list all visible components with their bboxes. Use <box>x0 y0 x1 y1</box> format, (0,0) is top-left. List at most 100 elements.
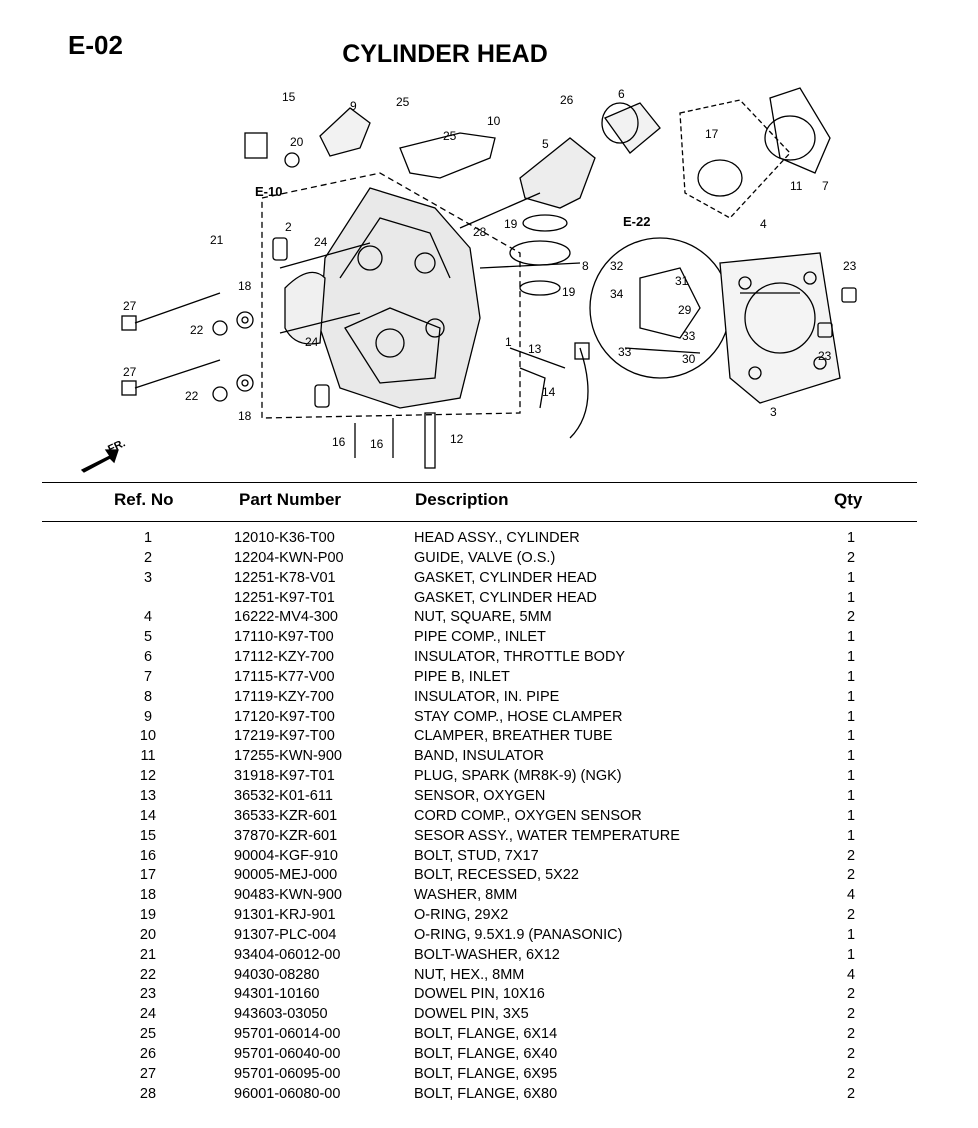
ref-no-cell: 14 <box>139 807 157 824</box>
description-cell: NUT, HEX., 8MM <box>414 966 525 983</box>
ref-label: 21 <box>210 233 224 247</box>
description-cell: PIPE B, INLET <box>414 668 510 685</box>
description-cell: BOLT, FLANGE, 6X40 <box>414 1045 558 1062</box>
qty-cell: 2 <box>846 1026 856 1043</box>
description-cell: HEAD ASSY., CYLINDER <box>414 530 580 546</box>
qty-cell: 2 <box>846 549 856 566</box>
qty-cell: 1 <box>846 827 856 844</box>
part-number-cell: 90004-KGF-910 <box>234 847 338 864</box>
ref-no-cell: 2 <box>143 549 153 566</box>
part-number-cell: 95701-06095-00 <box>234 1065 341 1082</box>
description-cell: BOLT, FLANGE, 6X14 <box>414 1026 558 1043</box>
description-cell: BAND, INSULATOR <box>414 748 544 765</box>
ref-label: 27 <box>123 365 137 379</box>
part-number-cell: 94030-08280 <box>234 966 320 983</box>
ref-label: 18 <box>238 409 252 423</box>
ref-label: 24 <box>305 335 319 349</box>
ref-label: 5 <box>542 137 549 151</box>
ref-no-cell: 21 <box>139 946 157 963</box>
ref-no-cell: 24 <box>139 1006 157 1023</box>
header-part-number: Part Number <box>239 490 342 509</box>
description-cell: BOLT, FLANGE, 6X95 <box>414 1065 558 1082</box>
description-cell: PIPE COMP., INLET <box>414 629 546 646</box>
qty-cell: 1 <box>846 768 856 785</box>
inlet-pipe-shape <box>519 137 596 209</box>
ref-no-cell: 10 <box>139 728 157 745</box>
qty-cell: 2 <box>846 986 856 1003</box>
part-number-cell: 31918-K97-T01 <box>234 768 335 785</box>
part-number-cell: 12010-K36-T00 <box>234 530 335 546</box>
part-number-cell: 17219-K97-T00 <box>234 728 335 745</box>
qty-cell: 2 <box>846 1065 856 1082</box>
qty-cell: 1 <box>846 708 856 725</box>
ref-label: 10 <box>487 114 501 128</box>
part-number-cell: 95701-06014-00 <box>234 1026 341 1043</box>
ref-label: 17 <box>705 127 719 141</box>
description-cell: BOLT, RECESSED, 5X22 <box>414 867 579 884</box>
ref-label: 29 <box>678 303 692 317</box>
section-ref-label: E-22 <box>623 214 650 229</box>
qty-cell: 1 <box>846 728 856 745</box>
part-number-cell: 12204-KWN-P00 <box>234 549 344 566</box>
ref-label: 24 <box>314 235 328 249</box>
ref-no-cell: 1 <box>143 530 153 546</box>
part-number-cell: 90005-MEJ-000 <box>234 867 338 884</box>
qty-cell: 1 <box>846 688 856 705</box>
qty-cell: 1 <box>846 946 856 963</box>
qty-cell: 1 <box>846 668 856 685</box>
ref-label: 20 <box>290 135 304 149</box>
part-number-cell: 36532-K01-611 <box>234 787 333 804</box>
header-ref-no: Ref. No <box>114 490 174 509</box>
part-number-cell: 91307-PLC-004 <box>234 926 337 943</box>
table-top-rule <box>42 482 917 483</box>
ref-no-cell: 17 <box>139 867 157 884</box>
description-cell: SENSOR, OXYGEN <box>414 787 546 804</box>
ref-label: 11 <box>790 179 803 193</box>
part-number-cell: 17112-KZY-700 <box>234 649 334 666</box>
header-description: Description <box>415 490 509 509</box>
ref-label: 31 <box>675 274 689 288</box>
qty-cell: 2 <box>846 867 856 884</box>
ref-no-cell: 28 <box>139 1085 157 1102</box>
part-number-cell: 90483-KWN-900 <box>234 887 342 904</box>
ref-label: 12 <box>450 432 464 446</box>
qty-cell: 1 <box>846 569 856 586</box>
part-number-cell: 16222-MV4-300 <box>234 609 338 626</box>
ref-no-cell: 23 <box>139 986 157 1003</box>
qty-cell: 4 <box>846 966 856 983</box>
ref-label: 6 <box>618 87 625 101</box>
ref-label: 1 <box>505 335 512 349</box>
description-cell: INSULATOR, IN. PIPE <box>414 688 560 705</box>
ref-label: 18 <box>238 279 252 293</box>
table-header-rule <box>42 521 917 522</box>
ref-label: 16 <box>370 437 384 451</box>
qty-cell: 1 <box>846 629 856 646</box>
description-cell: O-RING, 29X2 <box>414 907 509 924</box>
qty-cell: 2 <box>846 847 856 864</box>
ref-label: 14 <box>542 385 556 399</box>
description-cell: BOLT, FLANGE, 6X80 <box>414 1085 558 1102</box>
qty-cell: 1 <box>846 530 856 546</box>
ref-label: 26 <box>560 93 574 107</box>
qty-cell: 1 <box>846 589 856 606</box>
cylinder-head-shape <box>319 187 481 409</box>
part-number-cell: 94301-10160 <box>234 986 320 1003</box>
ref-label: 9 <box>350 99 357 113</box>
ref-label: 3 <box>770 405 777 419</box>
part-number-cell: 37870-KZR-601 <box>234 827 338 844</box>
description-cell: GASKET, CYLINDER HEAD <box>414 589 597 606</box>
ref-label: 19 <box>504 217 518 231</box>
ref-label: 28 <box>473 225 487 239</box>
ref-label: 22 <box>185 389 199 403</box>
